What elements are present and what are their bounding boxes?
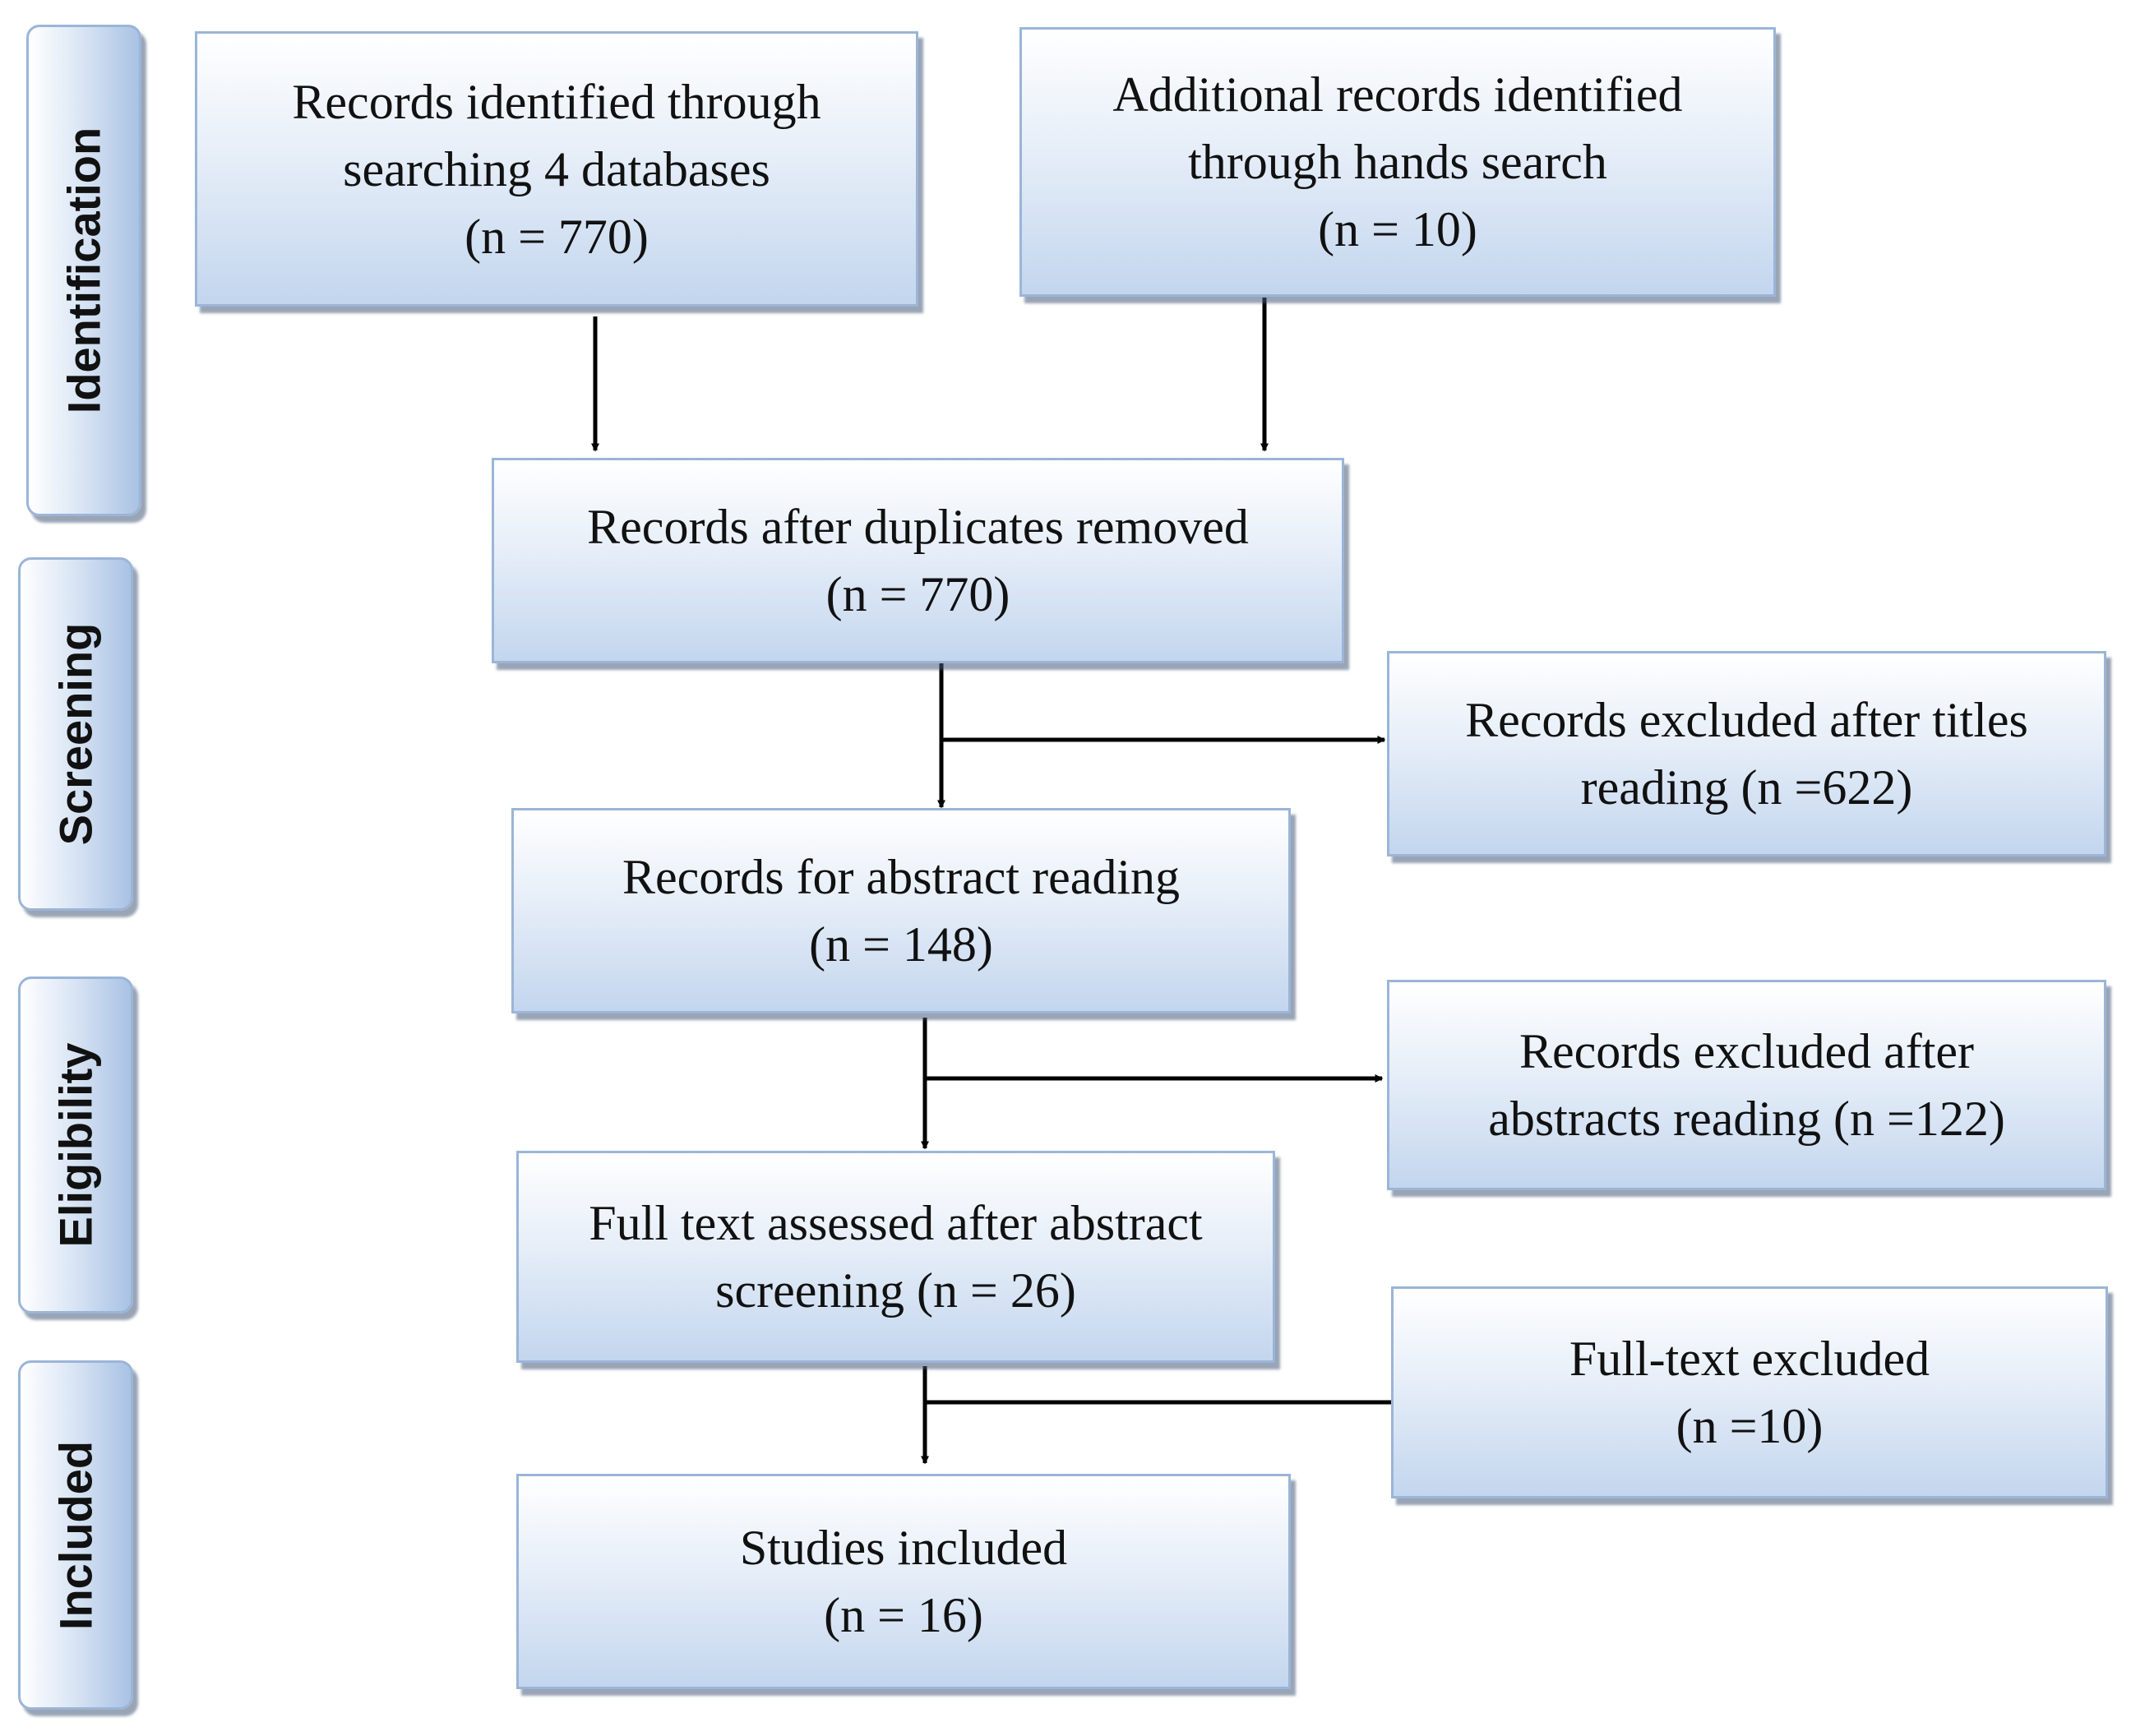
box-studies-included-count: (n = 16)	[824, 1588, 983, 1642]
box-hands-line1: Additional records identified	[1112, 67, 1683, 122]
box-records-excluded-abstracts: Records excluded after abstracts reading…	[1387, 980, 2106, 1190]
box-records-excluded-titles: Records excluded after titles reading (n…	[1387, 651, 2106, 856]
box-additional-records-hands-search: Additional records identified through ha…	[1019, 27, 1776, 297]
box-abstract-line1: Records for abstract reading	[622, 850, 1181, 904]
box-titles-excluded-line2: reading (n =622)	[1580, 760, 1913, 815]
box-hands-count: (n = 10)	[1318, 202, 1477, 256]
box-abstracts-excluded-line2: abstracts reading (n =122)	[1488, 1092, 2005, 1146]
box-records-abstract-reading: Records for abstract reading (n = 148)	[511, 808, 1291, 1013]
box-databases-count: (n = 770)	[465, 209, 649, 264]
box-records-identified-databases: Records identified through searching 4 d…	[195, 31, 918, 307]
box-duplicates-line1: Records after duplicates removed	[587, 500, 1249, 554]
stage-tab-screening: Screening	[18, 557, 133, 911]
stage-tab-eligibility: Eligibility	[18, 976, 133, 1314]
box-records-after-duplicates: Records after duplicates removed (n = 77…	[492, 458, 1344, 663]
box-fulltext-line2: screening (n = 26)	[715, 1263, 1076, 1318]
stage-tab-included: Included	[18, 1360, 133, 1710]
box-fulltext-line1: Full text assessed after abstract	[589, 1196, 1203, 1250]
box-hands-line2: through hands search	[1188, 135, 1607, 189]
stage-tab-identification: Identification	[26, 25, 141, 516]
box-abstract-count: (n = 148)	[809, 917, 993, 972]
box-databases-line2: searching 4 databases	[343, 141, 770, 196]
box-full-text-excluded: Full-text excluded (n =10)	[1391, 1286, 2108, 1498]
box-databases-line1: Records identified through	[292, 74, 821, 129]
box-studies-included-line1: Studies included	[739, 1521, 1068, 1575]
box-titles-excluded-line1: Records excluded after titles	[1465, 693, 2028, 747]
box-duplicates-count: (n = 770)	[825, 567, 1010, 621]
box-fulltext-excluded-line1: Full-text excluded	[1569, 1332, 1930, 1386]
box-fulltext-excluded-count: (n =10)	[1676, 1399, 1824, 1453]
box-abstracts-excluded-line1: Records excluded after	[1519, 1024, 1975, 1078]
box-studies-included: Studies included (n = 16)	[516, 1474, 1291, 1689]
box-full-text-assessed: Full text assessed after abstract screen…	[516, 1151, 1275, 1363]
